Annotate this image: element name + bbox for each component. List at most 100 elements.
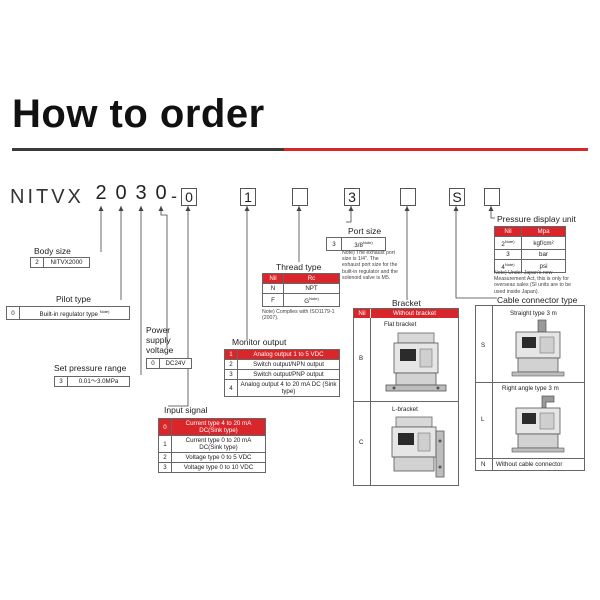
power-supply-code: 0 (146, 358, 160, 369)
input-signal-code: 1 (158, 435, 172, 453)
cable-connector-table: S Straight type 3 m L Right angle type 3… (475, 305, 585, 471)
pressure-unit-table: Nil Mpa 2Note) kgf/cm² 3 bar 4Note) psi (494, 226, 566, 274)
monitor-output-value: Switch output/NPN output (237, 359, 340, 370)
table-row: F GNote) (262, 292, 340, 308)
cable-row-divider (476, 458, 584, 459)
thread-type-code: F (262, 292, 284, 308)
code-box-port-size: 3 (344, 188, 360, 206)
bracket-table: Nil Without bracket B Flat bracket C L-b… (353, 308, 459, 486)
set-pressure-label: Set pressure range (54, 363, 127, 373)
power-supply-label-line: voltage (146, 345, 174, 355)
pressure-unit-code-text: 2 (501, 241, 505, 249)
table-row: Nil Mpa (494, 226, 566, 237)
bracket-code: C (359, 439, 364, 446)
table-row: 0 DC24V (146, 358, 192, 369)
port-size-text: 3/8 (354, 242, 363, 250)
power-supply-label: Power supply voltage (146, 325, 173, 355)
page-title: How to order (12, 92, 265, 136)
body-size-value: NITVX2000 (43, 257, 90, 268)
model-digit-power: 0 (154, 182, 168, 204)
port-size-value: 3/8Note) (341, 236, 386, 252)
power-supply-value: DC24V (159, 358, 192, 369)
table-row: 1 Analog output 1 to 5 VDC (224, 349, 340, 360)
cable-value: Right angle type 3 m (502, 385, 559, 392)
input-signal-value: Current type 4 to 20 mA DC(Sink type) (171, 418, 266, 436)
title-underline-gray (12, 148, 284, 151)
input-signal-code: 0 (158, 418, 172, 436)
body-size-code: 2 (30, 257, 44, 268)
title-underline-red (284, 148, 588, 151)
input-signal-value: Voltage type 0 to 5 VDC (171, 452, 266, 463)
bracket-value: Flat bracket (384, 321, 417, 328)
thread-type-label: Thread type (276, 262, 322, 272)
pilot-type-text: Built-in regulator type (39, 311, 98, 319)
input-signal-value: Voltage type 0 to 10 VDC (171, 462, 266, 473)
table-row: 3 0.01～3.0MPa (54, 376, 130, 387)
pressure-unit-label: Pressure display unit (497, 214, 576, 224)
table-row: 0 Built-in regulator type Note) (6, 305, 130, 321)
code-box-bracket (400, 188, 416, 206)
table-row: N NPT (262, 283, 340, 294)
port-size-table: 3 3/8Note) (326, 236, 386, 252)
model-digit-body-size: 2 (94, 182, 108, 204)
pilot-type-note-mark: Note) (99, 309, 110, 314)
cable-connector-label: Cable connector type (497, 295, 578, 305)
cable-code: L (481, 416, 485, 423)
thread-type-table: Nil Rc N NPT F GNote) (262, 273, 340, 308)
power-supply-label-line: supply (146, 335, 171, 345)
table-row: 2 NITVX2000 (30, 257, 90, 268)
table-row: Nil Rc (262, 273, 340, 284)
table-row: 1 Current type 0 to 20 mA DC(Sink type) (158, 435, 266, 453)
thread-type-header-value: Rc (283, 273, 340, 284)
cable-row-divider (476, 382, 584, 383)
table-row: 3 3/8Note) (326, 236, 386, 252)
pressure-unit-value: psi (521, 259, 566, 274)
input-signal-value: Current type 0 to 20 mA DC(Sink type) (171, 435, 266, 453)
bracket-label: Bracket (392, 298, 421, 308)
cable-code: N (481, 461, 486, 468)
monitor-output-code: 4 (224, 379, 238, 397)
table-row: 4Note) psi (494, 259, 566, 274)
input-signal-table: 0 Current type 4 to 20 mA DC(Sink type) … (158, 418, 266, 473)
cable-code: S (481, 342, 486, 349)
thread-type-value: NPT (283, 283, 340, 294)
body-size-table: 2 NITVX2000 (30, 257, 90, 268)
bracket-header-code: Nil (354, 309, 371, 318)
table-row: 0 Current type 4 to 20 mA DC(Sink type) (158, 418, 266, 436)
code-box-monitor-output: 1 (240, 188, 256, 206)
power-supply-table: 0 DC24V (146, 358, 192, 369)
table-row: 2 Voltage type 0 to 5 VDC (158, 452, 266, 463)
cable-value: Straight type 3 m (510, 310, 557, 317)
pilot-type-label: Pilot type (56, 294, 91, 304)
thread-type-code: N (262, 283, 284, 294)
pilot-type-table: 0 Built-in regulator type Note) (6, 305, 130, 321)
pressure-unit-value: bar (521, 249, 566, 261)
pressure-unit-code: 4Note) (494, 259, 522, 274)
pressure-unit-code: 3 (494, 249, 522, 261)
monitor-output-code: 1 (224, 349, 238, 360)
pressure-unit-note-mark: Note) (504, 262, 515, 268)
pressure-unit-note-mark: Note) (504, 239, 515, 244)
table-row: 3 Switch output/PNP output (224, 369, 340, 380)
right-angle-connector-device-icon (511, 395, 565, 453)
pressure-unit-value: kgf/cm² (521, 235, 566, 251)
code-box-pressure-unit (484, 188, 500, 206)
set-pressure-value: 0.01～3.0MPa (67, 376, 130, 387)
table-row: 2Note) kgf/cm² (494, 235, 566, 251)
port-size-code: 3 (326, 236, 342, 252)
model-digit-pilot: 0 (114, 182, 128, 204)
pressure-unit-code: 2Note) (494, 235, 522, 251)
port-size-note: Note) The exhaust port size is 1/4". The… (342, 250, 398, 281)
monitor-output-value: Switch output/PNP output (237, 369, 340, 380)
monitor-output-table: 1 Analog output 1 to 5 VDC 2 Switch outp… (224, 349, 340, 397)
monitor-output-code: 2 (224, 359, 238, 370)
code-box-input-signal: 0 (181, 188, 197, 206)
monitor-output-value: Analog output 1 to 5 VDC (237, 349, 340, 360)
monitor-output-value: Analog output 4 to 20 mA DC (Sink type) (237, 379, 340, 397)
pressure-unit-header-code: Nil (494, 226, 522, 237)
pilot-type-value: Built-in regulator type Note) (19, 305, 130, 321)
set-pressure-code: 3 (54, 376, 68, 387)
body-size-label: Body size (34, 246, 71, 256)
set-pressure-table: 3 0.01～3.0MPa (54, 376, 130, 387)
